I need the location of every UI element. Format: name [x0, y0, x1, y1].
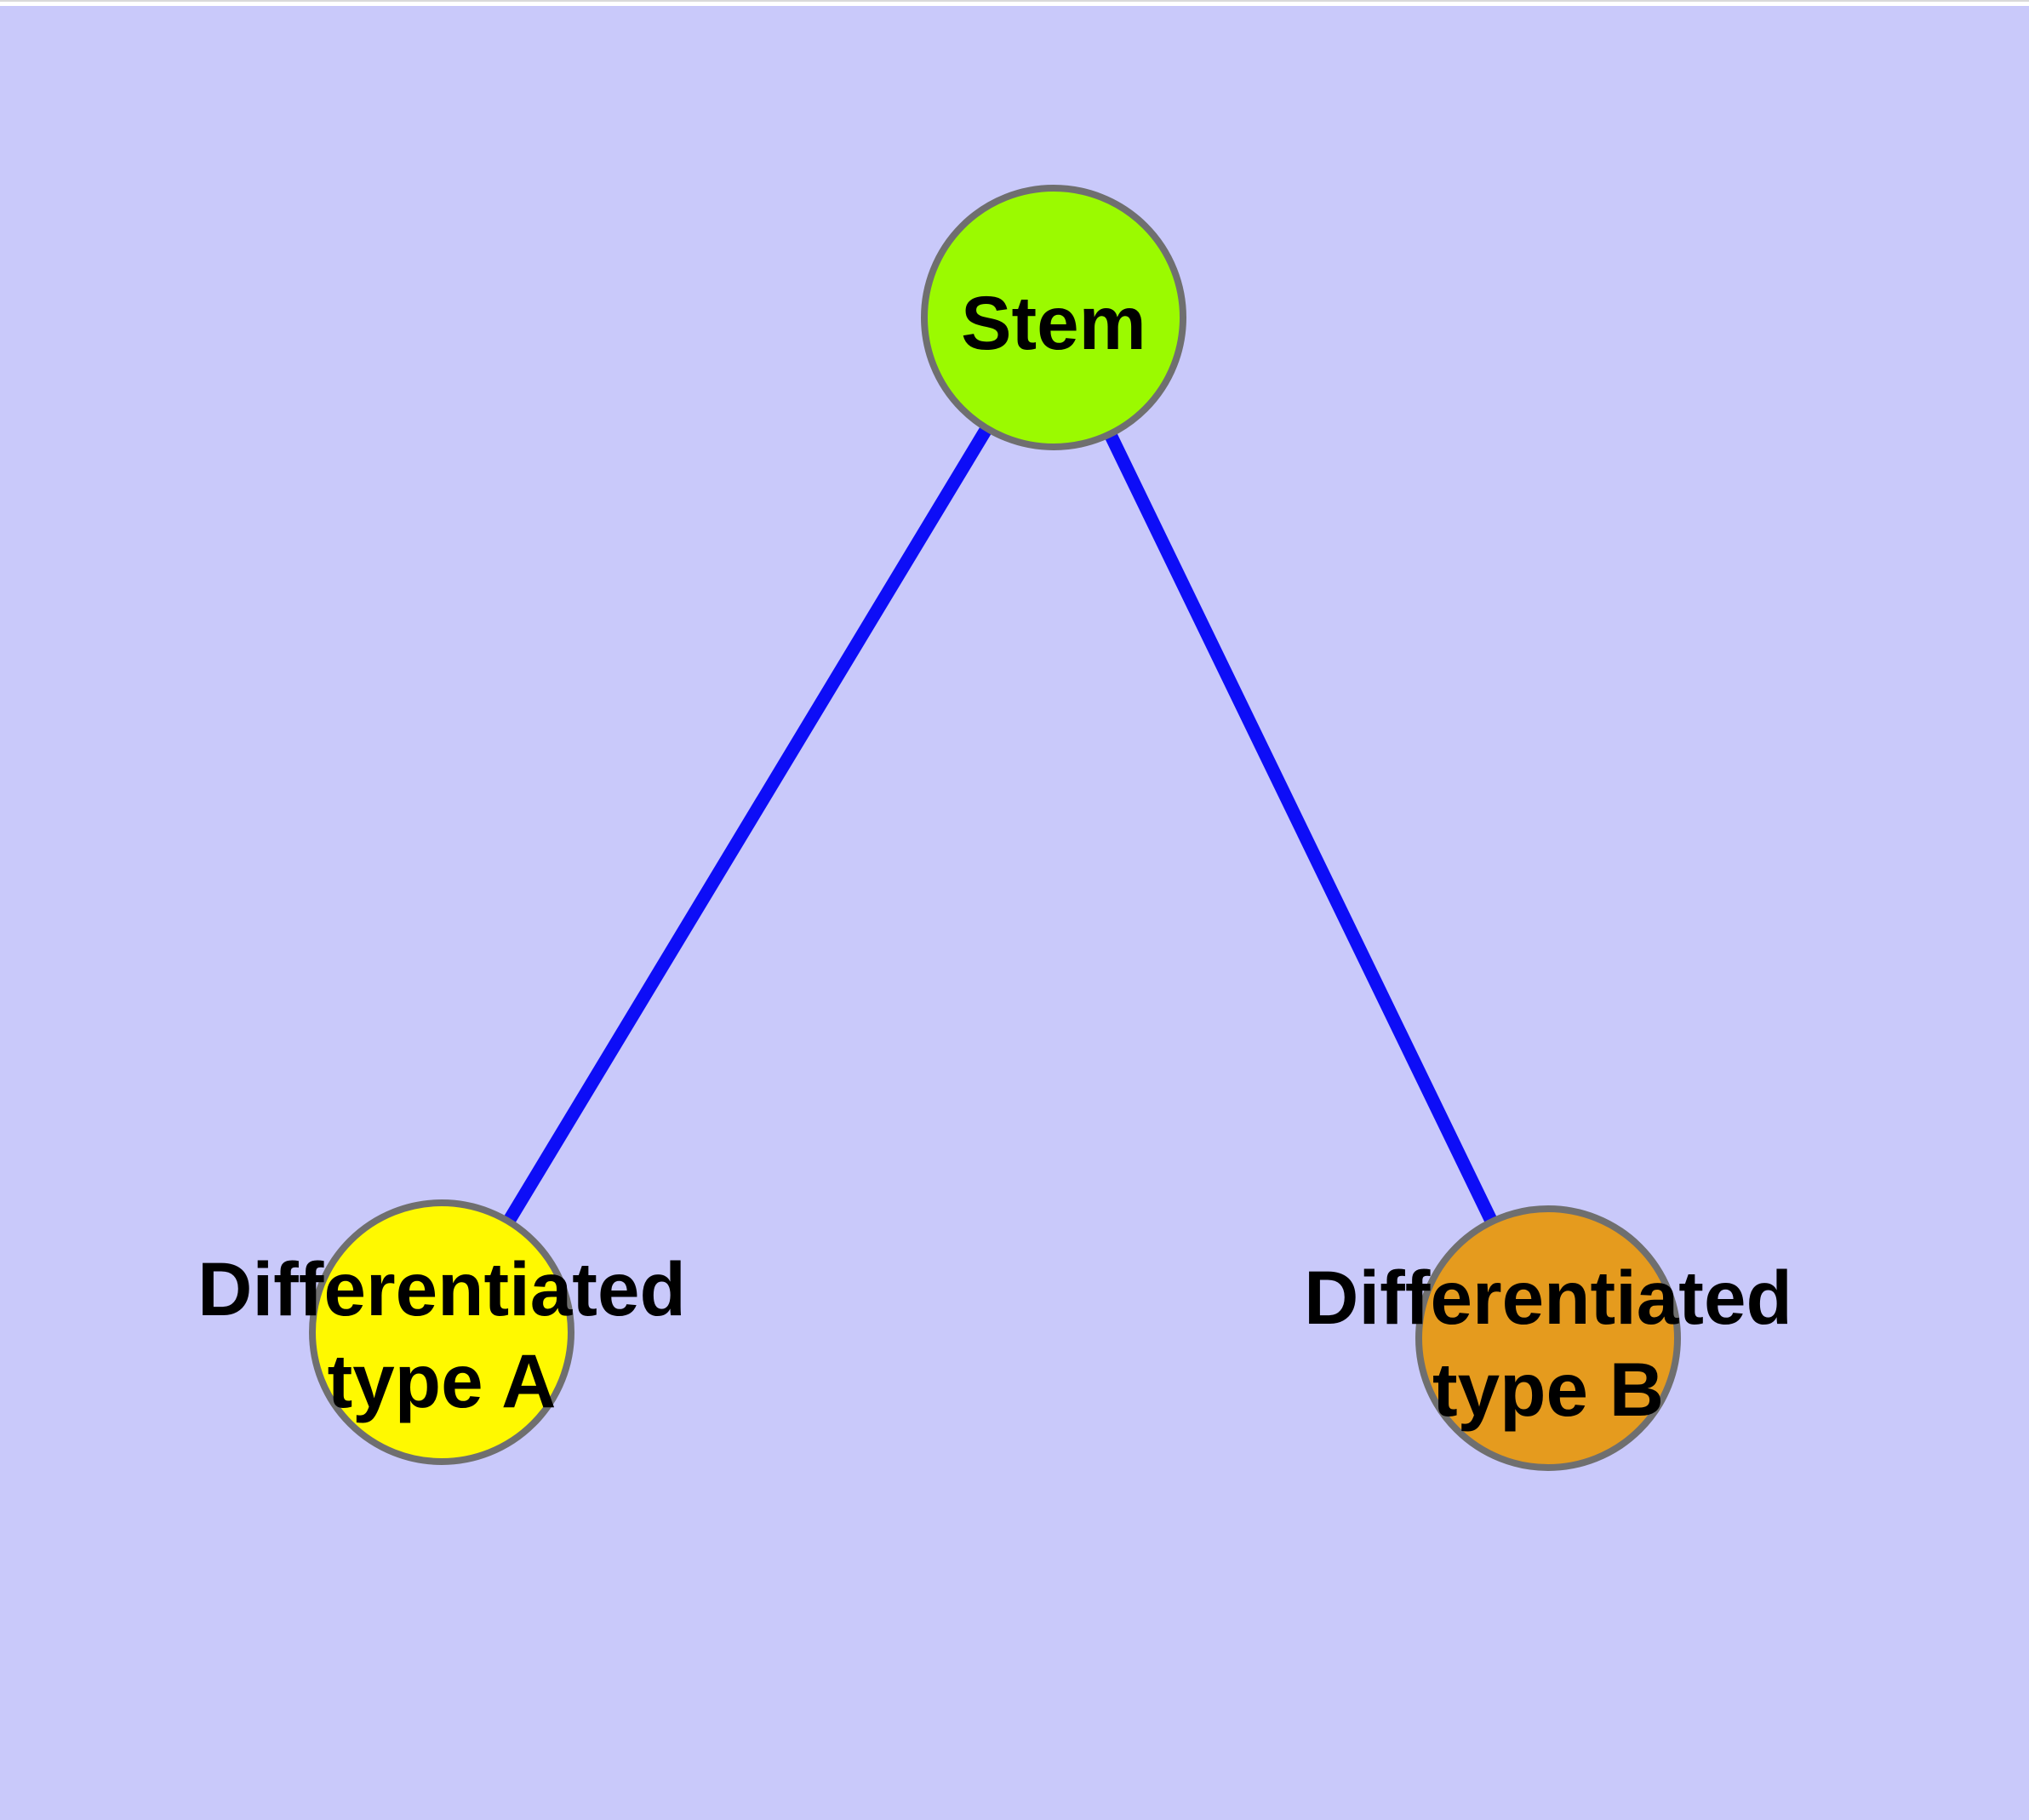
node-differentiated-type-b: Differentiated type B: [1304, 1205, 1792, 1471]
node-stem-circle[interactable]: [921, 185, 1186, 450]
node-differentiated-type-a: Differentiated type A: [197, 1199, 686, 1465]
node-type-b-label-line1: Differentiated: [1304, 1255, 1792, 1340]
node-stem: Stem: [921, 185, 1186, 450]
node-stem-label: Stem: [961, 280, 1146, 365]
node-type-b-label-line2: type B: [1432, 1347, 1664, 1432]
node-type-a-label-line1: Differentiated: [197, 1246, 686, 1331]
edge-stem-to-type-a: [436, 313, 1060, 1336]
node-type-a-label-line2: type A: [328, 1338, 557, 1423]
node-type-b-circle[interactable]: [1415, 1205, 1681, 1471]
node-type-a-circle[interactable]: [309, 1199, 574, 1465]
edge-stem-to-type-b: [1048, 314, 1554, 1342]
